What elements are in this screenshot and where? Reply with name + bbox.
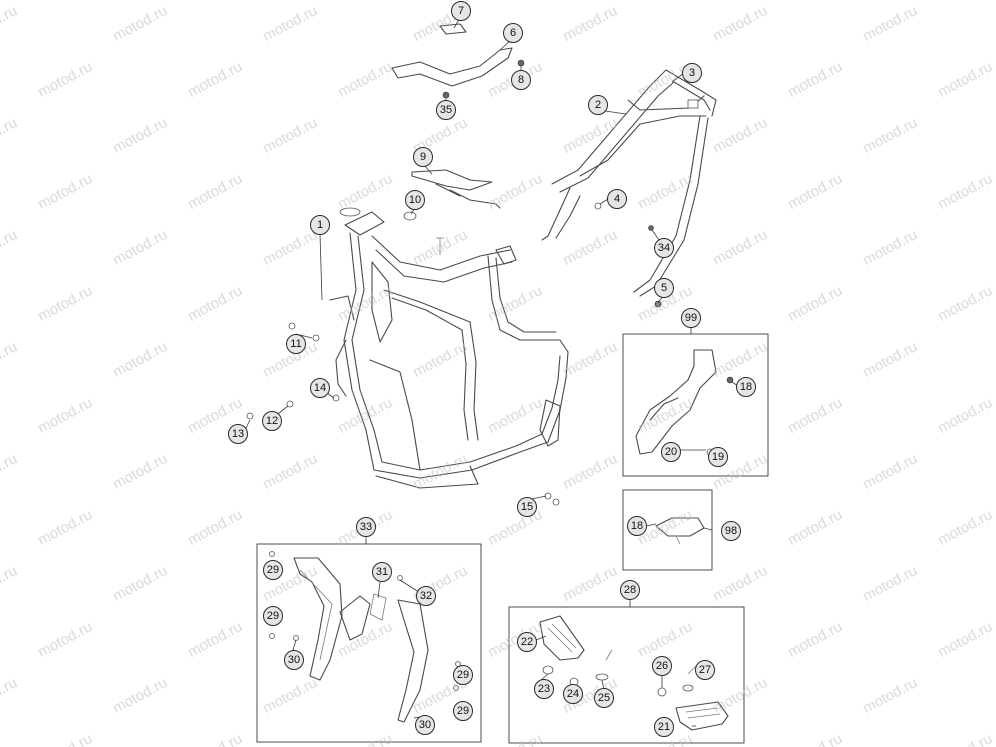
callout-98[interactable]: 98 [721, 521, 741, 541]
callout-22[interactable]: 22 [517, 632, 537, 652]
callout-30b[interactable]: 30 [415, 715, 435, 735]
leader-lines [245, 15, 739, 727]
callout-33[interactable]: 33 [356, 517, 376, 537]
callout-12[interactable]: 12 [262, 411, 282, 431]
callout-20[interactable]: 20 [661, 442, 681, 462]
rear-brake-group-box [622, 333, 769, 477]
brake-tip-part [655, 517, 705, 545]
callout-29b[interactable]: 29 [263, 606, 283, 626]
callout-34[interactable]: 34 [654, 238, 674, 258]
callout-32[interactable]: 32 [416, 586, 436, 606]
subframe [541, 69, 717, 297]
callout-7[interactable]: 7 [451, 1, 471, 21]
callout-29d[interactable]: 29 [453, 701, 473, 721]
callout-11[interactable]: 11 [286, 334, 306, 354]
callout-4[interactable]: 4 [607, 189, 627, 209]
footrest-parts [539, 615, 729, 731]
callout-8[interactable]: 8 [511, 70, 531, 90]
callout-5[interactable]: 5 [654, 278, 674, 298]
callout-14[interactable]: 14 [310, 378, 330, 398]
callout-13[interactable]: 13 [228, 424, 248, 444]
callout-21[interactable]: 21 [654, 717, 674, 737]
callout-27[interactable]: 27 [695, 660, 715, 680]
callout-31[interactable]: 31 [372, 562, 392, 582]
callout-15[interactable]: 15 [517, 497, 537, 517]
callout-6[interactable]: 6 [503, 23, 523, 43]
callout-3[interactable]: 3 [682, 63, 702, 83]
small-hardware [246, 202, 662, 506]
callout-29c[interactable]: 29 [453, 665, 473, 685]
brake-lever-part [635, 349, 734, 456]
callout-24[interactable]: 24 [563, 684, 583, 704]
callout-35[interactable]: 35 [436, 100, 456, 120]
footrest-group-box [508, 606, 745, 744]
callout-19[interactable]: 19 [708, 447, 728, 467]
frame-guard-parts [269, 551, 461, 723]
callout-18a[interactable]: 18 [736, 377, 756, 397]
callout-18b[interactable]: 18 [627, 516, 647, 536]
callout-1[interactable]: 1 [310, 215, 330, 235]
callout-2[interactable]: 2 [588, 95, 608, 115]
callout-99[interactable]: 99 [681, 308, 701, 328]
callout-30a[interactable]: 30 [284, 650, 304, 670]
callout-26[interactable]: 26 [652, 656, 672, 676]
cap-part [403, 211, 417, 221]
main-frame [329, 211, 569, 489]
callout-25[interactable]: 25 [594, 688, 614, 708]
callout-28[interactable]: 28 [620, 580, 640, 600]
callout-9[interactable]: 9 [413, 147, 433, 167]
strap-part [411, 169, 501, 209]
top-bracket-parts [391, 23, 525, 99]
callout-23[interactable]: 23 [534, 679, 554, 699]
frame-guard-group-box [256, 543, 482, 743]
callout-29a[interactable]: 29 [263, 560, 283, 580]
callout-10[interactable]: 10 [405, 190, 425, 210]
